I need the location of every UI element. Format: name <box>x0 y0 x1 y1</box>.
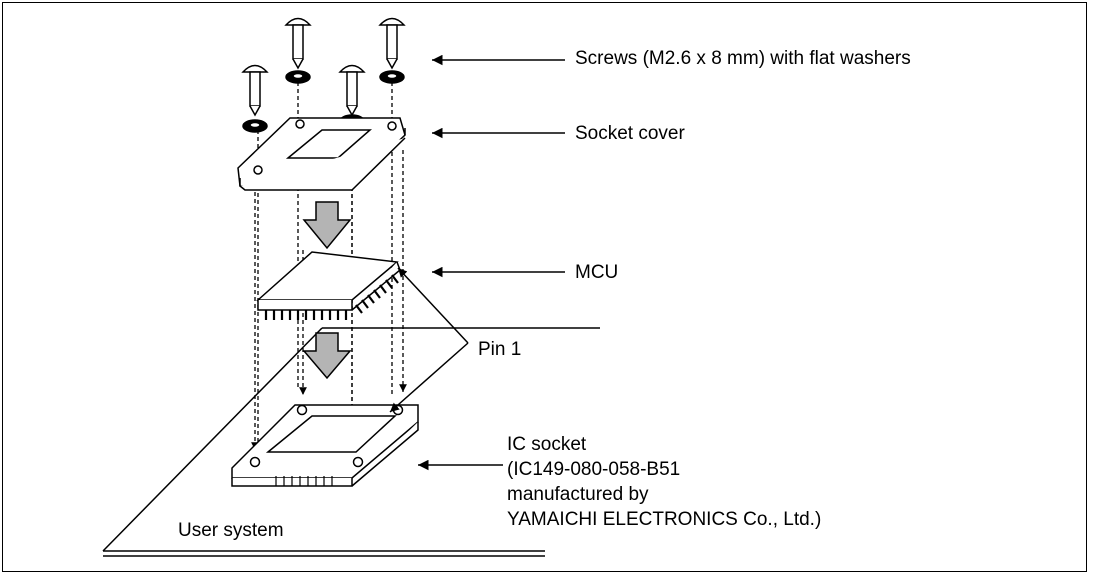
screw-icon <box>241 64 269 117</box>
washer-icon <box>285 70 311 84</box>
screw-icon <box>378 17 406 70</box>
socket-cover-label: Socket cover <box>575 123 685 144</box>
down-arrow-icon <box>302 332 352 380</box>
ic-socket-label-line1: IC socket <box>507 434 587 455</box>
callout-arrows <box>389 54 565 471</box>
user-system-board <box>102 327 600 557</box>
mcu-label: MCU <box>575 262 619 283</box>
pin1-label: Pin 1 <box>478 339 522 360</box>
washer-icon <box>242 119 268 133</box>
washer-icon <box>379 70 405 84</box>
ic-socket-label-line2: (IC149-080-058-B51 <box>507 459 681 480</box>
socket-cover-icon <box>237 117 406 191</box>
user-system-label: User system <box>178 520 284 541</box>
ic-socket-icon <box>231 404 419 487</box>
down-arrow-icon <box>302 201 352 250</box>
screw-icon <box>338 64 366 117</box>
mcu-chip-icon <box>256 251 401 320</box>
ic-socket-label-line3: manufactured by <box>507 484 649 505</box>
screws-label: Screws (M2.6 x 8 mm) with flat washers <box>575 48 911 69</box>
ic-socket-label-line4: YAMAICHI ELECTRONICS Co., Ltd.) <box>507 509 822 530</box>
screw-icon <box>284 17 312 70</box>
